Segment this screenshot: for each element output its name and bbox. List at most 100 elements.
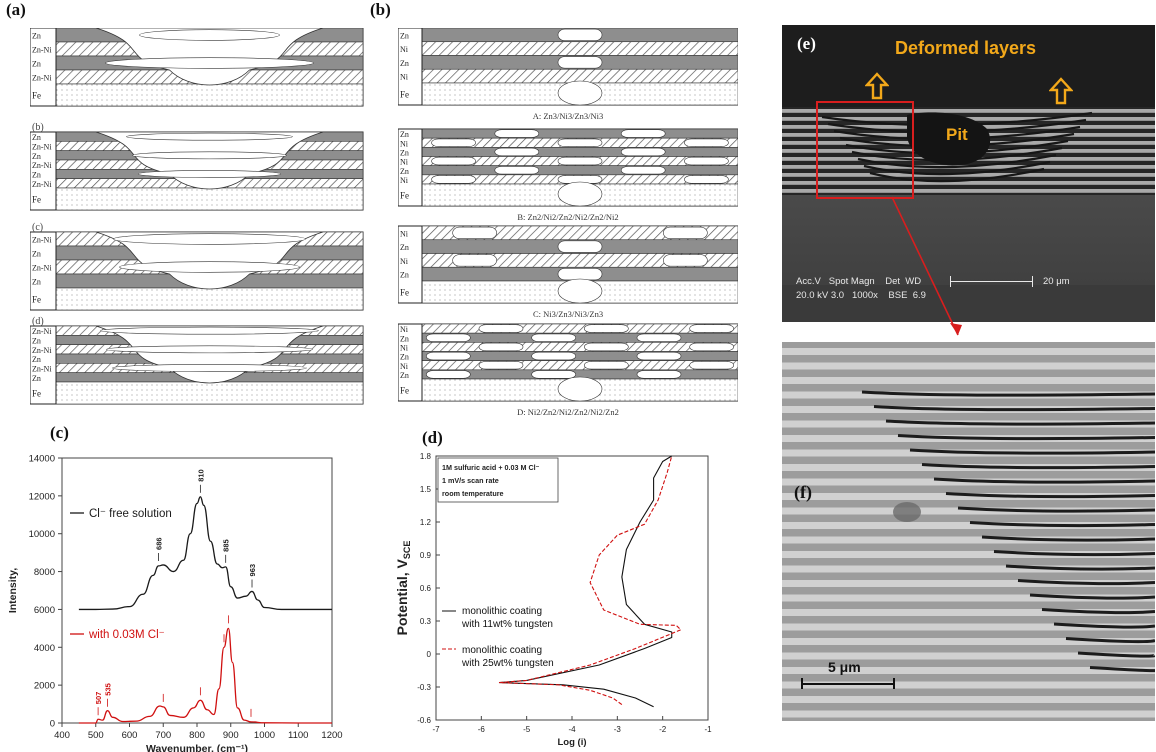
deformed-layer [933, 477, 1155, 484]
deformed-layer [1077, 651, 1155, 658]
subpanel-caption: B: Zn2/Ni2/Zn2/Ni2/Zn2/Ni2 [517, 212, 618, 222]
panel-label-f: (f) [794, 482, 812, 502]
pit-cell [584, 324, 629, 333]
deformed-layer [969, 521, 1155, 528]
x-axis-label: Log (i) [557, 737, 586, 748]
layer-stripe [782, 638, 1155, 645]
y-tick-label: -0.3 [417, 683, 431, 692]
lateral-pit [106, 345, 313, 354]
layer-label: Zn [400, 371, 409, 380]
layer-label: Zn [400, 271, 409, 280]
layer-stripe [782, 109, 1155, 113]
layer-label: Ni [400, 158, 409, 167]
x-tick-label: 700 [155, 730, 171, 741]
peak-label: 507 [94, 692, 103, 705]
scale-label-e: 20 μm [1043, 276, 1070, 287]
pit-cell [689, 361, 734, 370]
y-tick-label: 0.6 [420, 584, 432, 593]
y-tick-label: -0.6 [417, 716, 431, 725]
deformed-layer [869, 167, 1045, 183]
layer-stripe [782, 536, 1155, 544]
layer-label: Zn-Ni [32, 365, 52, 374]
x-tick-label: 1200 [321, 730, 342, 741]
corrosion-pit [95, 231, 324, 290]
x-tick-label: -1 [704, 725, 712, 734]
pit-cell [636, 333, 682, 342]
layer-label: Zn [32, 152, 41, 161]
corrosion-pit [95, 131, 324, 190]
pit-cell [620, 166, 666, 175]
series-line-1 [498, 455, 682, 706]
pit-cell [584, 361, 629, 370]
layer-stripe [782, 173, 1155, 177]
layer-label: Fe [400, 90, 409, 100]
deformed-layer [885, 419, 1155, 426]
lateral-pit [119, 261, 300, 273]
layer-label: Fe [400, 288, 409, 298]
subpanel-label: (b) [32, 122, 44, 133]
sem-e-drawing [782, 25, 1155, 322]
lateral-pit [113, 233, 306, 245]
condition-text: room temperature [442, 489, 504, 498]
layer-label: Zn [32, 337, 41, 346]
deformed-layer [981, 535, 1155, 542]
lateral-pit [138, 170, 281, 178]
pit-cell [531, 351, 576, 361]
deformed-layer [1053, 622, 1155, 629]
series-line-1 [78, 627, 332, 724]
pit-cell [478, 361, 524, 370]
x-tick-label: -3 [614, 725, 622, 734]
x-tick-label: 500 [88, 730, 104, 741]
layer-label: Zn-Ni [32, 264, 52, 273]
layer-label: Zn [32, 60, 41, 69]
pit-cell [531, 333, 576, 342]
pit-cell [452, 254, 497, 267]
pit-cell [620, 147, 666, 157]
pit-cell [431, 156, 476, 166]
plot-frame [61, 457, 333, 724]
y-tick-label: 2000 [34, 681, 55, 692]
layer-fe [55, 83, 364, 107]
y-tick-label: 1.8 [420, 452, 432, 461]
deformed-layer [1041, 608, 1155, 615]
sem-image-f: 5 μm [782, 342, 1155, 721]
pit-cell [557, 138, 603, 147]
layer-label: Zn-Ni [32, 74, 52, 83]
layer-label: Zn [32, 133, 41, 142]
substrate-pit [557, 80, 603, 106]
scale-label-f: 5 μm [828, 659, 861, 675]
layer-stripe [782, 609, 1155, 616]
panel-label-e: (e) [797, 34, 816, 53]
layer-stripe [782, 681, 1155, 689]
series-line-0 [78, 496, 332, 611]
layer-label: Ni [400, 343, 409, 352]
peak-label: 963 [248, 564, 257, 577]
pit-cell [636, 351, 682, 361]
deformed-layer [857, 153, 1057, 169]
layer-stripe [782, 493, 1155, 500]
subpanel-caption: C: Ni3/Zn3/Ni3/Zn3 [533, 309, 603, 319]
pit-cell [620, 129, 666, 138]
layer-zn [421, 128, 738, 139]
legend-label: with 11wt% tungsten [461, 619, 553, 630]
layer-label: Zn [32, 171, 41, 180]
layer-label: Fe [32, 91, 41, 101]
pit-cell [636, 370, 682, 379]
condition-text: 1 mV/s scan rate [442, 476, 499, 485]
deformed-layer [1029, 593, 1155, 600]
deformed-layer [873, 405, 1155, 412]
layer-label: Ni [400, 229, 409, 238]
pit-cell [478, 342, 524, 352]
layer-stripe [782, 362, 1155, 370]
layer-label: Ni [400, 45, 409, 54]
scale-bar-f-tick-left [801, 678, 803, 689]
legend-label: with 25wt% tungsten [461, 658, 554, 669]
layer-zn [421, 147, 738, 157]
layer-ni [421, 41, 738, 56]
pit-cell [494, 166, 540, 175]
layer-label: Zn-Ni [32, 161, 52, 170]
substrate-pit [557, 376, 603, 402]
panel-label-d: (d) [422, 428, 443, 447]
y-tick-label: 14000 [29, 454, 55, 465]
